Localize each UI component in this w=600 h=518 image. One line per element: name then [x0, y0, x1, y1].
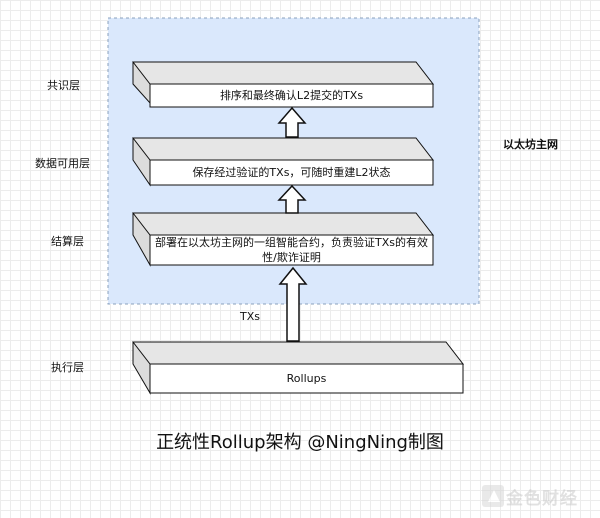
- data-availability-box: [131, 137, 435, 187]
- execution-box: [131, 341, 465, 395]
- up-arrow: [278, 266, 308, 342]
- ethereum-mainnet-label: 以太坊主网: [503, 138, 558, 151]
- watermark-text: 金色财经: [506, 488, 578, 509]
- data-availability-box-text: 保存经过验证的TXs，可随时重建L2状态: [192, 166, 391, 179]
- settlement-box-text: 部署在以太坊主网的一组智能合约，负责验证TXs的有效性/欺诈证明: [155, 236, 428, 264]
- txs-arrow-label: TXs: [240, 310, 260, 323]
- jinse-watermark: 金色财经: [478, 481, 598, 511]
- execution-box-text: Rollups: [286, 372, 327, 385]
- up-arrow: [277, 184, 307, 214]
- layer-label-execution: 执行层: [51, 361, 84, 374]
- layer-label-consensus: 共识层: [47, 79, 80, 92]
- settlement-box: [131, 212, 435, 267]
- layer-label-settlement: 结算层: [51, 235, 84, 248]
- diagram-caption: 正统性Rollup架构 @NingNing制图: [156, 432, 444, 453]
- consensus-box-text: 排序和最终确认L2提交的TXs: [219, 89, 364, 102]
- layer-label-data-availability: 数据可用层: [35, 157, 90, 170]
- jinse-logo-icon: [482, 485, 504, 507]
- up-arrow: [277, 106, 307, 138]
- consensus-box: [131, 61, 435, 108]
